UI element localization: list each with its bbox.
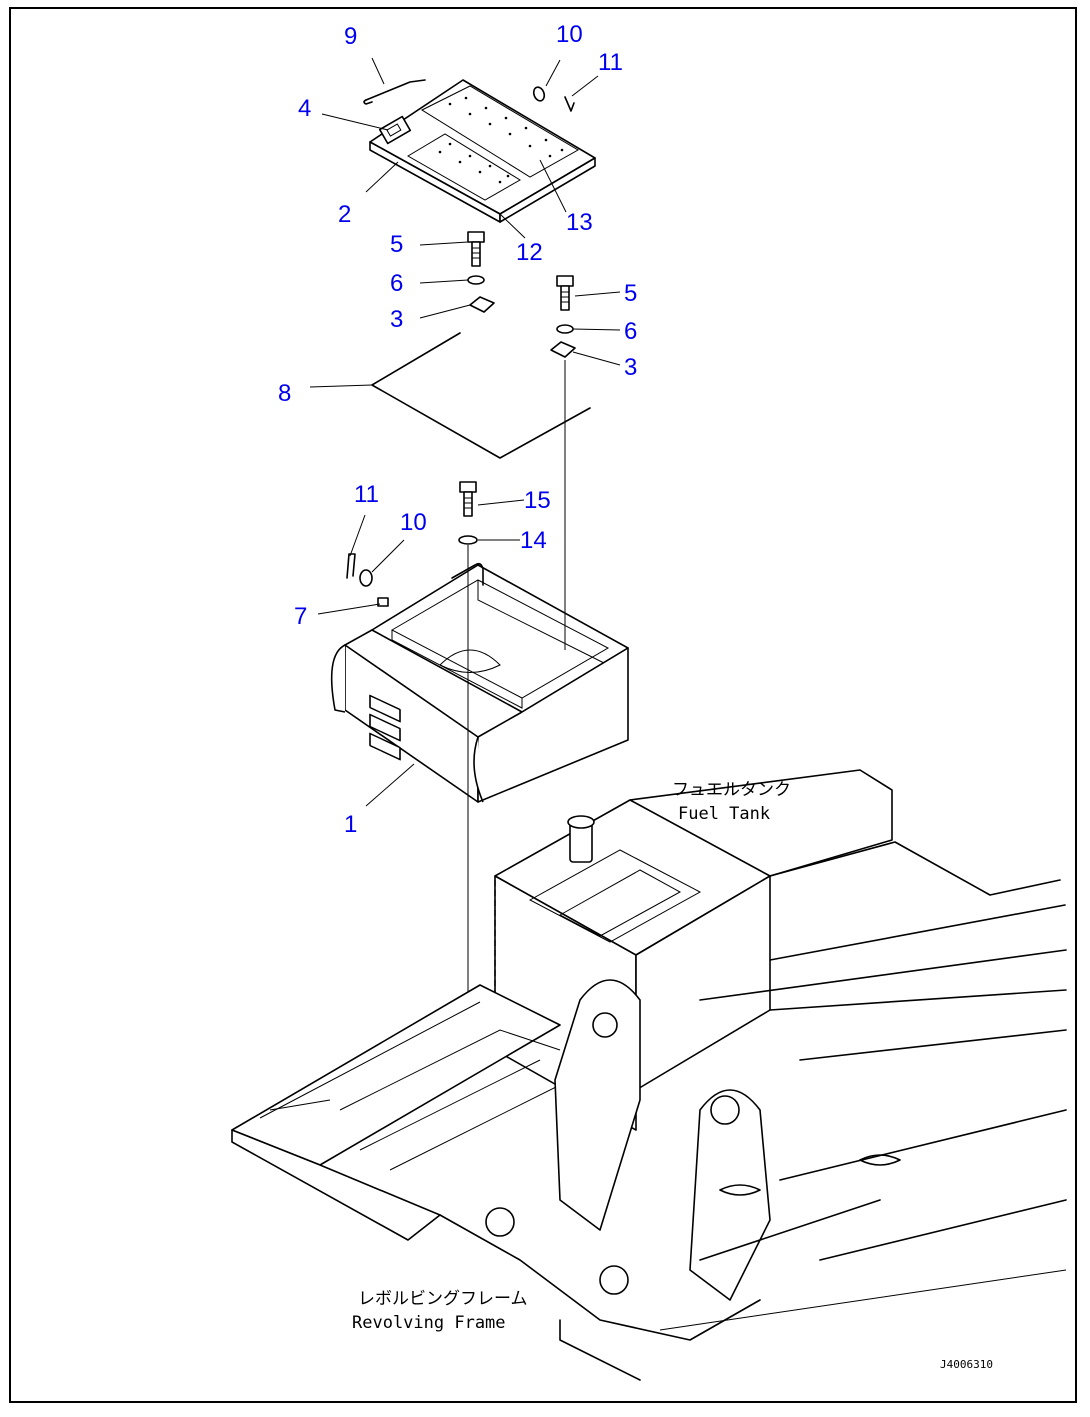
- callout-6-left: 6: [390, 270, 403, 297]
- revolving-frame: [231, 979, 1067, 1381]
- stopper: [377, 597, 389, 607]
- callout-15: 15: [524, 487, 551, 514]
- tool-box: [330, 562, 629, 803]
- callout-2: 2: [338, 201, 351, 228]
- pin-mid: [346, 553, 356, 579]
- callout-11-mid: 11: [354, 481, 379, 508]
- bolt-center: [458, 481, 478, 545]
- callout-10-mid: 10: [400, 509, 427, 536]
- callout-5-left: 5: [390, 231, 403, 258]
- leader-lines: [309, 57, 621, 807]
- callout-3-right: 3: [624, 354, 637, 381]
- bolt-right: [550, 275, 576, 358]
- bolt-left: [467, 231, 495, 313]
- callout-13: 13: [566, 209, 593, 236]
- fuel-tank-caption-en: Fuel Tank: [678, 804, 770, 824]
- cover-plate: [363, 79, 596, 223]
- callout-4: 4: [298, 95, 311, 122]
- callout-6-right: 6: [624, 318, 637, 345]
- drawing-border: [9, 7, 1077, 1403]
- callout-11-top: 11: [598, 49, 623, 76]
- callout-10-top: 10: [556, 21, 583, 48]
- fuel-tank-caption-jp: フュエルタンク: [672, 780, 791, 800]
- revolving-frame-caption-en: Revolving Frame: [352, 1313, 506, 1333]
- callout-9: 9: [344, 23, 357, 50]
- drawing-code: J4006310: [940, 1358, 993, 1371]
- callout-3-left: 3: [390, 306, 403, 333]
- revolving-frame-caption-jp: レボルビングフレーム: [358, 1289, 528, 1309]
- seal-strip: [371, 332, 591, 459]
- washer-mid: [359, 569, 373, 587]
- callout-12: 12: [516, 239, 543, 266]
- callout-8: 8: [278, 380, 291, 407]
- callout-7: 7: [294, 603, 307, 630]
- callout-5-right: 5: [624, 280, 637, 307]
- callout-1: 1: [344, 811, 357, 838]
- callout-14: 14: [520, 527, 547, 554]
